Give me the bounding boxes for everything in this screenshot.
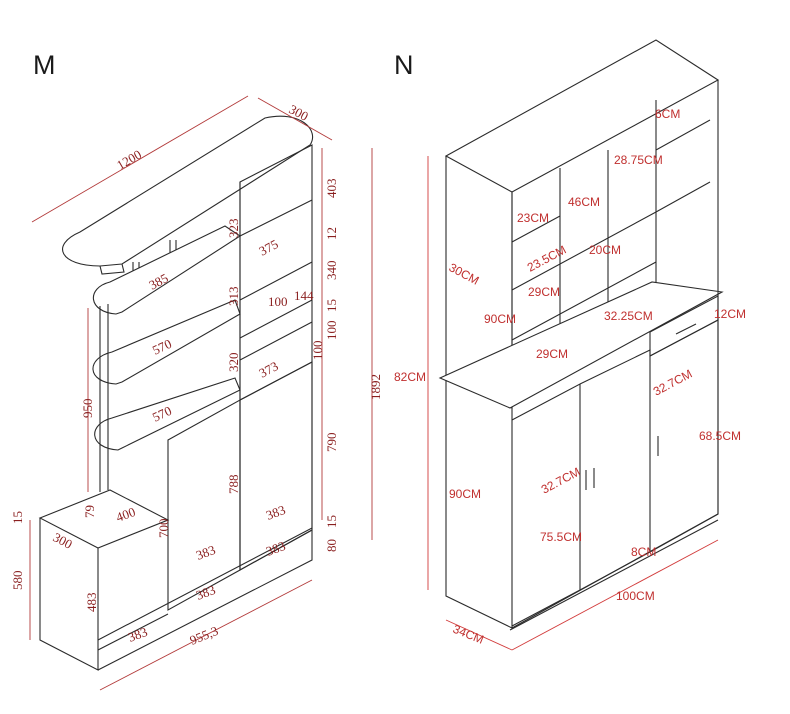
dim-label: 100CM bbox=[616, 589, 655, 603]
m-top-shelf-edge bbox=[99, 263, 125, 275]
dim-label: 375 bbox=[256, 236, 280, 258]
dim-label: 100 bbox=[310, 341, 325, 361]
dim-label: 950 bbox=[80, 399, 95, 419]
dim-label: 23CM bbox=[517, 211, 549, 225]
dim-line bbox=[511, 539, 719, 651]
dim-label: 1892 bbox=[368, 374, 383, 400]
dim-line bbox=[31, 95, 249, 223]
dim-label: 313 bbox=[226, 287, 241, 307]
dim-label: 32.7CM bbox=[651, 367, 695, 399]
dim-line bbox=[445, 619, 513, 651]
m-shelf-2 bbox=[92, 225, 242, 315]
dim-label: 29CM bbox=[536, 347, 568, 361]
m-shelf-3 bbox=[92, 299, 241, 385]
dim-label: 373 bbox=[256, 358, 280, 380]
dim-label: 32.7CM bbox=[539, 465, 583, 497]
panel-label-n: N bbox=[394, 50, 414, 80]
dim-label: 400 bbox=[114, 504, 137, 525]
dim-label: 1200 bbox=[114, 147, 144, 173]
dim-label: 15 bbox=[10, 511, 25, 524]
dim-label: 12CM bbox=[714, 307, 746, 321]
dim-label: 788 bbox=[226, 475, 241, 495]
dim-label: 12 bbox=[324, 227, 339, 240]
dim-label: 80 bbox=[324, 539, 339, 552]
dim-label: 30CM bbox=[447, 260, 482, 287]
dim-label: 955,3 bbox=[188, 623, 221, 648]
dim-label: 20CM bbox=[589, 243, 621, 257]
dim-line bbox=[99, 579, 313, 691]
m-shelf-4 bbox=[94, 377, 241, 451]
dim-label: 383 bbox=[126, 624, 149, 645]
dim-line bbox=[257, 97, 333, 141]
panel-label-m: M bbox=[33, 50, 56, 80]
dim-label: 383 bbox=[194, 542, 217, 563]
m-top-shelf bbox=[62, 115, 314, 267]
dim-label: 23.5CM bbox=[525, 243, 569, 275]
dim-label: 383 bbox=[264, 502, 287, 523]
m-base-strip bbox=[97, 527, 313, 651]
m-low-cabinet-top bbox=[38, 489, 170, 549]
n-counter bbox=[438, 281, 724, 409]
dim-label: 46CM bbox=[568, 195, 600, 209]
m-door-right bbox=[239, 361, 313, 571]
dim-label: 68.5CM bbox=[699, 429, 741, 443]
dim-label: 580 bbox=[10, 571, 25, 591]
dim-label: 15 bbox=[324, 299, 339, 312]
dim-label: 483 bbox=[84, 593, 99, 613]
dim-label: 340 bbox=[324, 261, 339, 281]
m-door-left bbox=[167, 399, 241, 611]
dim-label: 790 bbox=[324, 433, 339, 453]
dim-label: 570 bbox=[150, 336, 174, 358]
dim-label: 29CM bbox=[528, 285, 560, 299]
dim-label: 323 bbox=[226, 219, 241, 239]
dim-label: 403 bbox=[324, 179, 339, 199]
dim-label: 570 bbox=[150, 403, 174, 425]
dim-label: 8CM bbox=[631, 545, 656, 559]
n-doors bbox=[511, 319, 719, 627]
dim-label: 90CM bbox=[449, 487, 481, 501]
dim-label: 100 bbox=[324, 321, 339, 341]
n-shelves bbox=[511, 100, 711, 372]
m-low-cabinet-side bbox=[39, 518, 99, 671]
dim-label: 79 bbox=[82, 505, 97, 518]
dim-label: 144 bbox=[294, 288, 314, 303]
m-base bbox=[97, 530, 313, 671]
dim-label: 28.75CM bbox=[614, 153, 663, 167]
dim-label: 75.5CM bbox=[540, 530, 582, 544]
n-drawer-handle bbox=[675, 323, 697, 335]
dim-label: 320 bbox=[226, 353, 241, 373]
dim-label: 15 bbox=[324, 515, 339, 528]
n-plinth bbox=[509, 519, 719, 631]
m-inner-shelves bbox=[239, 199, 313, 401]
dim-label: 6CM bbox=[655, 107, 680, 121]
cabinet-m-drawing bbox=[38, 115, 314, 671]
dim-label: 90CM bbox=[484, 312, 516, 326]
dim-label: 82CM bbox=[394, 370, 426, 384]
cabinet-n-drawing bbox=[438, 39, 724, 631]
dim-label: 383 bbox=[194, 582, 217, 603]
dim-label: 34CM bbox=[451, 622, 486, 647]
dim-label: 32.25CM bbox=[604, 309, 653, 323]
dim-label: 700 bbox=[156, 519, 171, 539]
dim-label: 383 bbox=[264, 538, 287, 559]
dim-label: 100 bbox=[268, 294, 288, 309]
